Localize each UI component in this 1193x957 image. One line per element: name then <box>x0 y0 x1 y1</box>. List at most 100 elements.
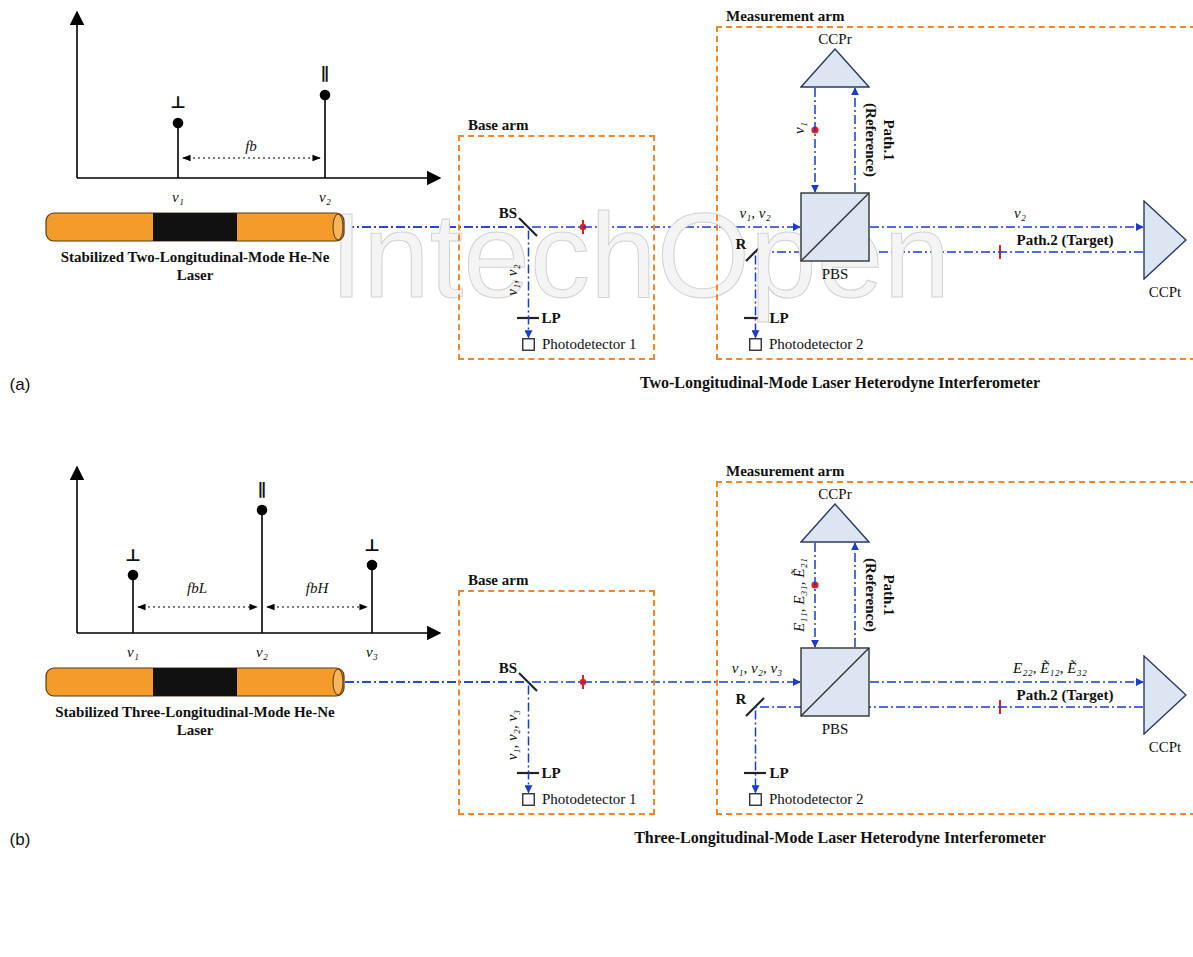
photodetector: Photodetector 2 <box>749 335 864 353</box>
laser-beam <box>854 543 856 647</box>
component-label: CCPr <box>800 485 870 503</box>
detector-outline <box>750 793 762 805</box>
text-label: Path.2 (Target) <box>1017 686 1114 704</box>
beat-arrow <box>138 606 257 607</box>
component-label: CCPt <box>1143 283 1187 301</box>
text-label: LP <box>769 309 788 327</box>
optics-copy <box>517 581 1000 773</box>
polarizing-beam-splitter: PBS <box>800 192 870 283</box>
text-label: ∥ <box>258 481 267 501</box>
laser-beam <box>814 88 816 192</box>
detector-box <box>749 338 762 351</box>
text-label: ν₃ <box>366 643 378 661</box>
prism-shape <box>800 503 870 543</box>
photodetector: Photodetector 2 <box>749 790 864 808</box>
cube-diagonal <box>801 648 869 716</box>
laser-window <box>333 214 343 240</box>
component-label: PBS <box>800 265 870 283</box>
text-label: (b) <box>10 830 31 850</box>
cube-shape <box>800 647 870 717</box>
axis <box>76 467 78 633</box>
component-label: Photodetector 2 <box>769 335 864 353</box>
text-label: fbL <box>187 579 207 597</box>
text-label: ν₂ <box>256 643 268 661</box>
spectral-dot <box>368 561 377 570</box>
prism-outline <box>1144 656 1186 734</box>
text-label: ⊥ <box>170 93 186 113</box>
laser-tube: Stabilized Two-Longitudinal-Mode He-Ne L… <box>45 212 345 284</box>
text-label: Three-Longitudinal-Mode Laser Heterodyne… <box>634 828 1046 847</box>
component-label: CCPt <box>1143 738 1187 756</box>
component-label: Photodetector 2 <box>769 790 864 808</box>
prism-shape <box>800 48 870 88</box>
arm-region: Base armPhotodetector 1 <box>458 590 655 815</box>
text-label: ν₁ <box>127 643 139 661</box>
spectral-dot <box>174 119 183 128</box>
spectral-dot <box>129 571 138 580</box>
laser-tube: Stabilized Three-Longitudinal-Mode He-Ne… <box>45 667 345 739</box>
text-label: Two-Longitudinal-Mode Laser Heterodyne I… <box>640 373 1040 392</box>
axis <box>77 632 440 634</box>
detector-outline <box>523 338 535 350</box>
photodetector: Photodetector 1 <box>522 790 637 808</box>
spectral-line <box>132 575 134 633</box>
laser-case <box>46 213 344 241</box>
text-label: ν₁, ν₂, ν₃ <box>503 710 521 761</box>
text-label: E₁₁, E₃₁, Ẽ₂₁ <box>790 558 808 632</box>
prism-shape <box>1143 655 1187 735</box>
cube-outline <box>801 193 869 261</box>
text-label: ν₁, ν₂, ν₃ <box>732 659 783 677</box>
text-label: R <box>736 235 747 253</box>
text-label: ⊥ <box>125 546 141 566</box>
text-label: ∥ <box>321 65 330 85</box>
text-label: E₂₂, Ẽ₁₂, Ẽ₃₂ <box>1013 659 1087 677</box>
text-label: LP <box>541 764 560 782</box>
text-label: fb <box>245 137 257 155</box>
text-label: Path.1 (Reference) <box>862 548 898 643</box>
arm-region: Measurement armCCPrPBSCCPtPhotodetector … <box>716 26 1193 360</box>
laser-beam <box>870 681 1143 683</box>
cube-shape <box>800 192 870 262</box>
component-label: Stabilized Two-Longitudinal-Mode He-Ne L… <box>45 248 345 284</box>
laser-beam <box>854 88 856 192</box>
text-label: ⊥ <box>364 536 380 556</box>
prism-outline <box>1144 201 1186 279</box>
text-label: ν₁, ν₂ <box>503 264 521 295</box>
spectral-dot <box>321 91 330 100</box>
component-label: PBS <box>800 720 870 738</box>
spectral-line <box>261 510 263 633</box>
spectral-line <box>371 565 373 633</box>
detector-box <box>522 793 535 806</box>
arm-region: Measurement armCCPrPBSCCPtPhotodetector … <box>716 481 1193 815</box>
laser-beam <box>345 682 529 793</box>
component-label: Photodetector 1 <box>542 335 637 353</box>
laser-beam <box>814 543 816 647</box>
prism-shape <box>1143 200 1187 280</box>
text-label: BS <box>499 659 517 677</box>
region-heading: Base arm <box>468 116 528 134</box>
component-label: Photodetector 1 <box>542 790 637 808</box>
prism-outline <box>801 49 869 87</box>
axis <box>77 177 440 179</box>
arm-region: Base armPhotodetector 1 <box>458 135 655 360</box>
component-label: CCPr <box>800 30 870 48</box>
text-label: ν₂ <box>1014 204 1026 222</box>
detector-box <box>749 793 762 806</box>
corner-cube-prism: CCPt <box>1143 200 1187 301</box>
laser-case <box>46 668 344 696</box>
cube-outline <box>801 648 869 716</box>
corner-cube-prism: CCPt <box>1143 655 1187 756</box>
laser-core <box>153 668 237 696</box>
beat-arrow <box>267 606 367 607</box>
corner-cube-prism: CCPr <box>800 30 870 88</box>
detector-box <box>522 338 535 351</box>
text-label: fbH <box>306 579 329 597</box>
text-label: BS <box>499 204 517 222</box>
spectral-dot <box>258 506 267 515</box>
laser-body <box>45 212 345 242</box>
prism-outline <box>801 504 869 542</box>
region-heading: Measurement arm <box>726 7 844 25</box>
laser-core <box>153 213 237 241</box>
corner-cube-prism: CCPr <box>800 485 870 543</box>
text-label: (a) <box>10 375 31 395</box>
